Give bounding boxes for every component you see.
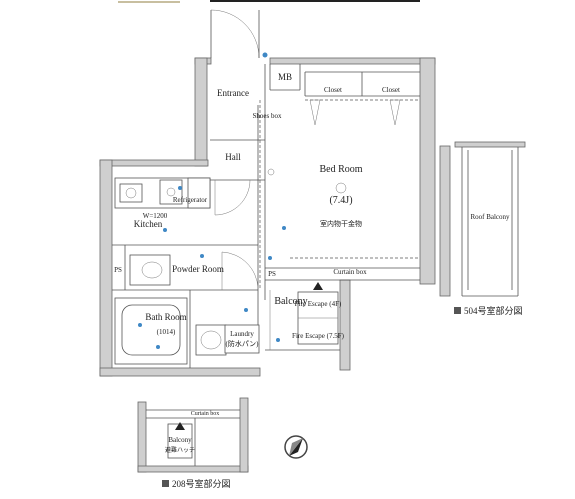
caption-208-marker bbox=[162, 480, 169, 487]
outlet-markers bbox=[138, 52, 347, 349]
entrance-door bbox=[210, 9, 260, 59]
caption-208: 208号室部分図 bbox=[172, 478, 231, 489]
compass-icon bbox=[284, 435, 308, 459]
roof-balcony-plan bbox=[439, 141, 526, 297]
balcony-label: Balcony bbox=[274, 296, 307, 307]
outer-walls bbox=[99, 57, 436, 377]
refrigerator-label: Refrigerator bbox=[173, 196, 208, 204]
bath-room-label: Bath Room bbox=[145, 312, 186, 322]
inset-balcony-label: Balcony bbox=[168, 436, 192, 444]
closet-right-label: Closet bbox=[382, 86, 400, 94]
laundry-sub-label: (防水パン) bbox=[225, 339, 259, 348]
hall-label: Hall bbox=[225, 152, 241, 162]
inset-208-plan bbox=[137, 397, 249, 473]
bath-fixtures bbox=[114, 254, 260, 365]
kitchen-label: Kitchen bbox=[134, 219, 163, 229]
closet-marker-right bbox=[389, 99, 401, 126]
fire-escape-1-label: Fire Escape (4F) bbox=[295, 300, 342, 308]
inset-sub-label: 避難ハッチ bbox=[165, 446, 195, 454]
interior-walls bbox=[112, 64, 420, 368]
bed-room-label: Bed Room bbox=[319, 164, 362, 175]
laundry-label: Laundry bbox=[230, 330, 254, 338]
ps-left-label: PS bbox=[114, 266, 122, 274]
shoes-box-label: Shoes box bbox=[253, 112, 282, 120]
inset-curtain-box-label: Curtain box bbox=[191, 411, 220, 417]
entrance-label: Entrance bbox=[217, 88, 249, 98]
closet-marker-left bbox=[309, 99, 321, 126]
bath-room-size: (1014) bbox=[157, 328, 176, 336]
balcony-area bbox=[297, 282, 339, 345]
roof-balcony-label: Roof Balcony bbox=[470, 213, 510, 221]
powder-room-label: Powder Room bbox=[172, 264, 224, 274]
kitchen-width-label: W=1200 bbox=[143, 212, 168, 220]
caption-504-marker bbox=[454, 307, 461, 314]
bed-room-size: (7.4J) bbox=[329, 195, 352, 206]
powder-door bbox=[221, 251, 259, 290]
indoor-dryer-label: 室内物干金物 bbox=[320, 219, 362, 228]
hall-door bbox=[214, 179, 251, 216]
closet-left-label: Closet bbox=[324, 86, 342, 94]
ps-right-label: PS bbox=[268, 270, 276, 278]
fire-escape-2-label: Fire Escape (7.5F) bbox=[292, 332, 345, 340]
kitchen-fixtures bbox=[114, 177, 211, 209]
mb-label: MB bbox=[278, 72, 292, 82]
curtain-box-label: Curtain box bbox=[333, 268, 367, 276]
caption-504: 504号室部分図 bbox=[464, 305, 523, 316]
